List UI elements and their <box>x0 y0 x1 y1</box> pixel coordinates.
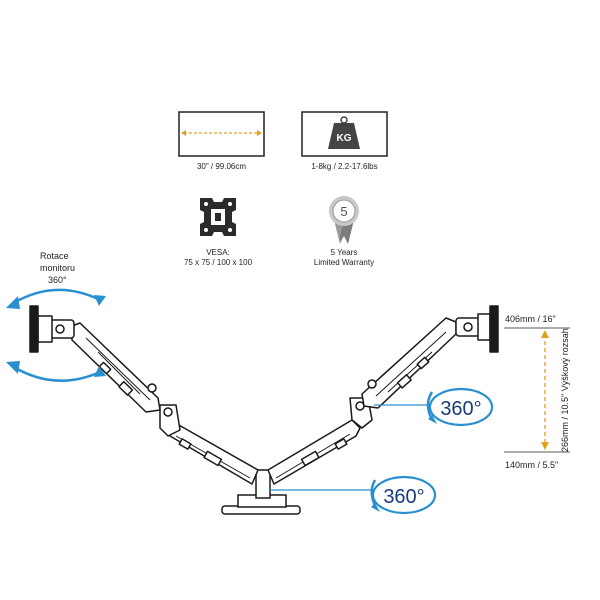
screen-size-label: 30" / 99.06cm <box>196 162 247 171</box>
rotation-arrowhead-icon <box>94 295 106 306</box>
right-monitor-arm <box>267 305 499 485</box>
vesa-icon <box>200 198 236 236</box>
lower-swivel-label: 360° <box>383 486 424 508</box>
desk-clamp <box>221 469 301 515</box>
rotation-label-line2: monitoru <box>40 263 76 273</box>
warranty-badge-number: 5 <box>340 204 347 219</box>
lower-swivel-callout: 360° <box>270 475 437 515</box>
rotation-label-line3: 360° <box>48 275 67 285</box>
weight-icon: KG <box>301 111 388 157</box>
left-monitor-arm <box>29 305 259 485</box>
weight-capacity-label: 1-8kg / 2.2-17.6lbs <box>311 162 378 171</box>
rotation-arrowhead-icon <box>6 361 20 374</box>
rotation-label-line1: Rotace <box>40 251 69 261</box>
height-down-arrow-icon <box>541 442 549 450</box>
height-dimension <box>504 327 570 453</box>
height-top-label: 406mm / 16" <box>505 314 556 324</box>
upper-swivel-callout: 360° <box>374 387 494 427</box>
rotation-arrows <box>11 288 101 382</box>
height-bottom-label: 140mm / 5.5" <box>505 460 559 470</box>
vesa-label-line1: VESA: <box>206 248 230 257</box>
weight-icon-text: KG <box>337 133 352 144</box>
warranty-label-line1: 5 Years <box>330 248 358 257</box>
vesa-label-line2: 75 x 75 / 100 x 100 <box>183 258 253 267</box>
warranty-label-line2: Limited Warranty <box>313 258 375 267</box>
height-range-label: 266mm / 10.5" Výškový rozsah <box>560 328 570 452</box>
rotation-arrowhead-icon <box>94 366 106 377</box>
warranty-badge-icon: 5 <box>329 196 359 244</box>
upper-swivel-label: 360° <box>440 398 481 420</box>
rotation-arrowhead-icon <box>6 296 20 309</box>
height-up-arrow-icon <box>541 330 549 338</box>
screen-size-icon <box>178 111 265 157</box>
